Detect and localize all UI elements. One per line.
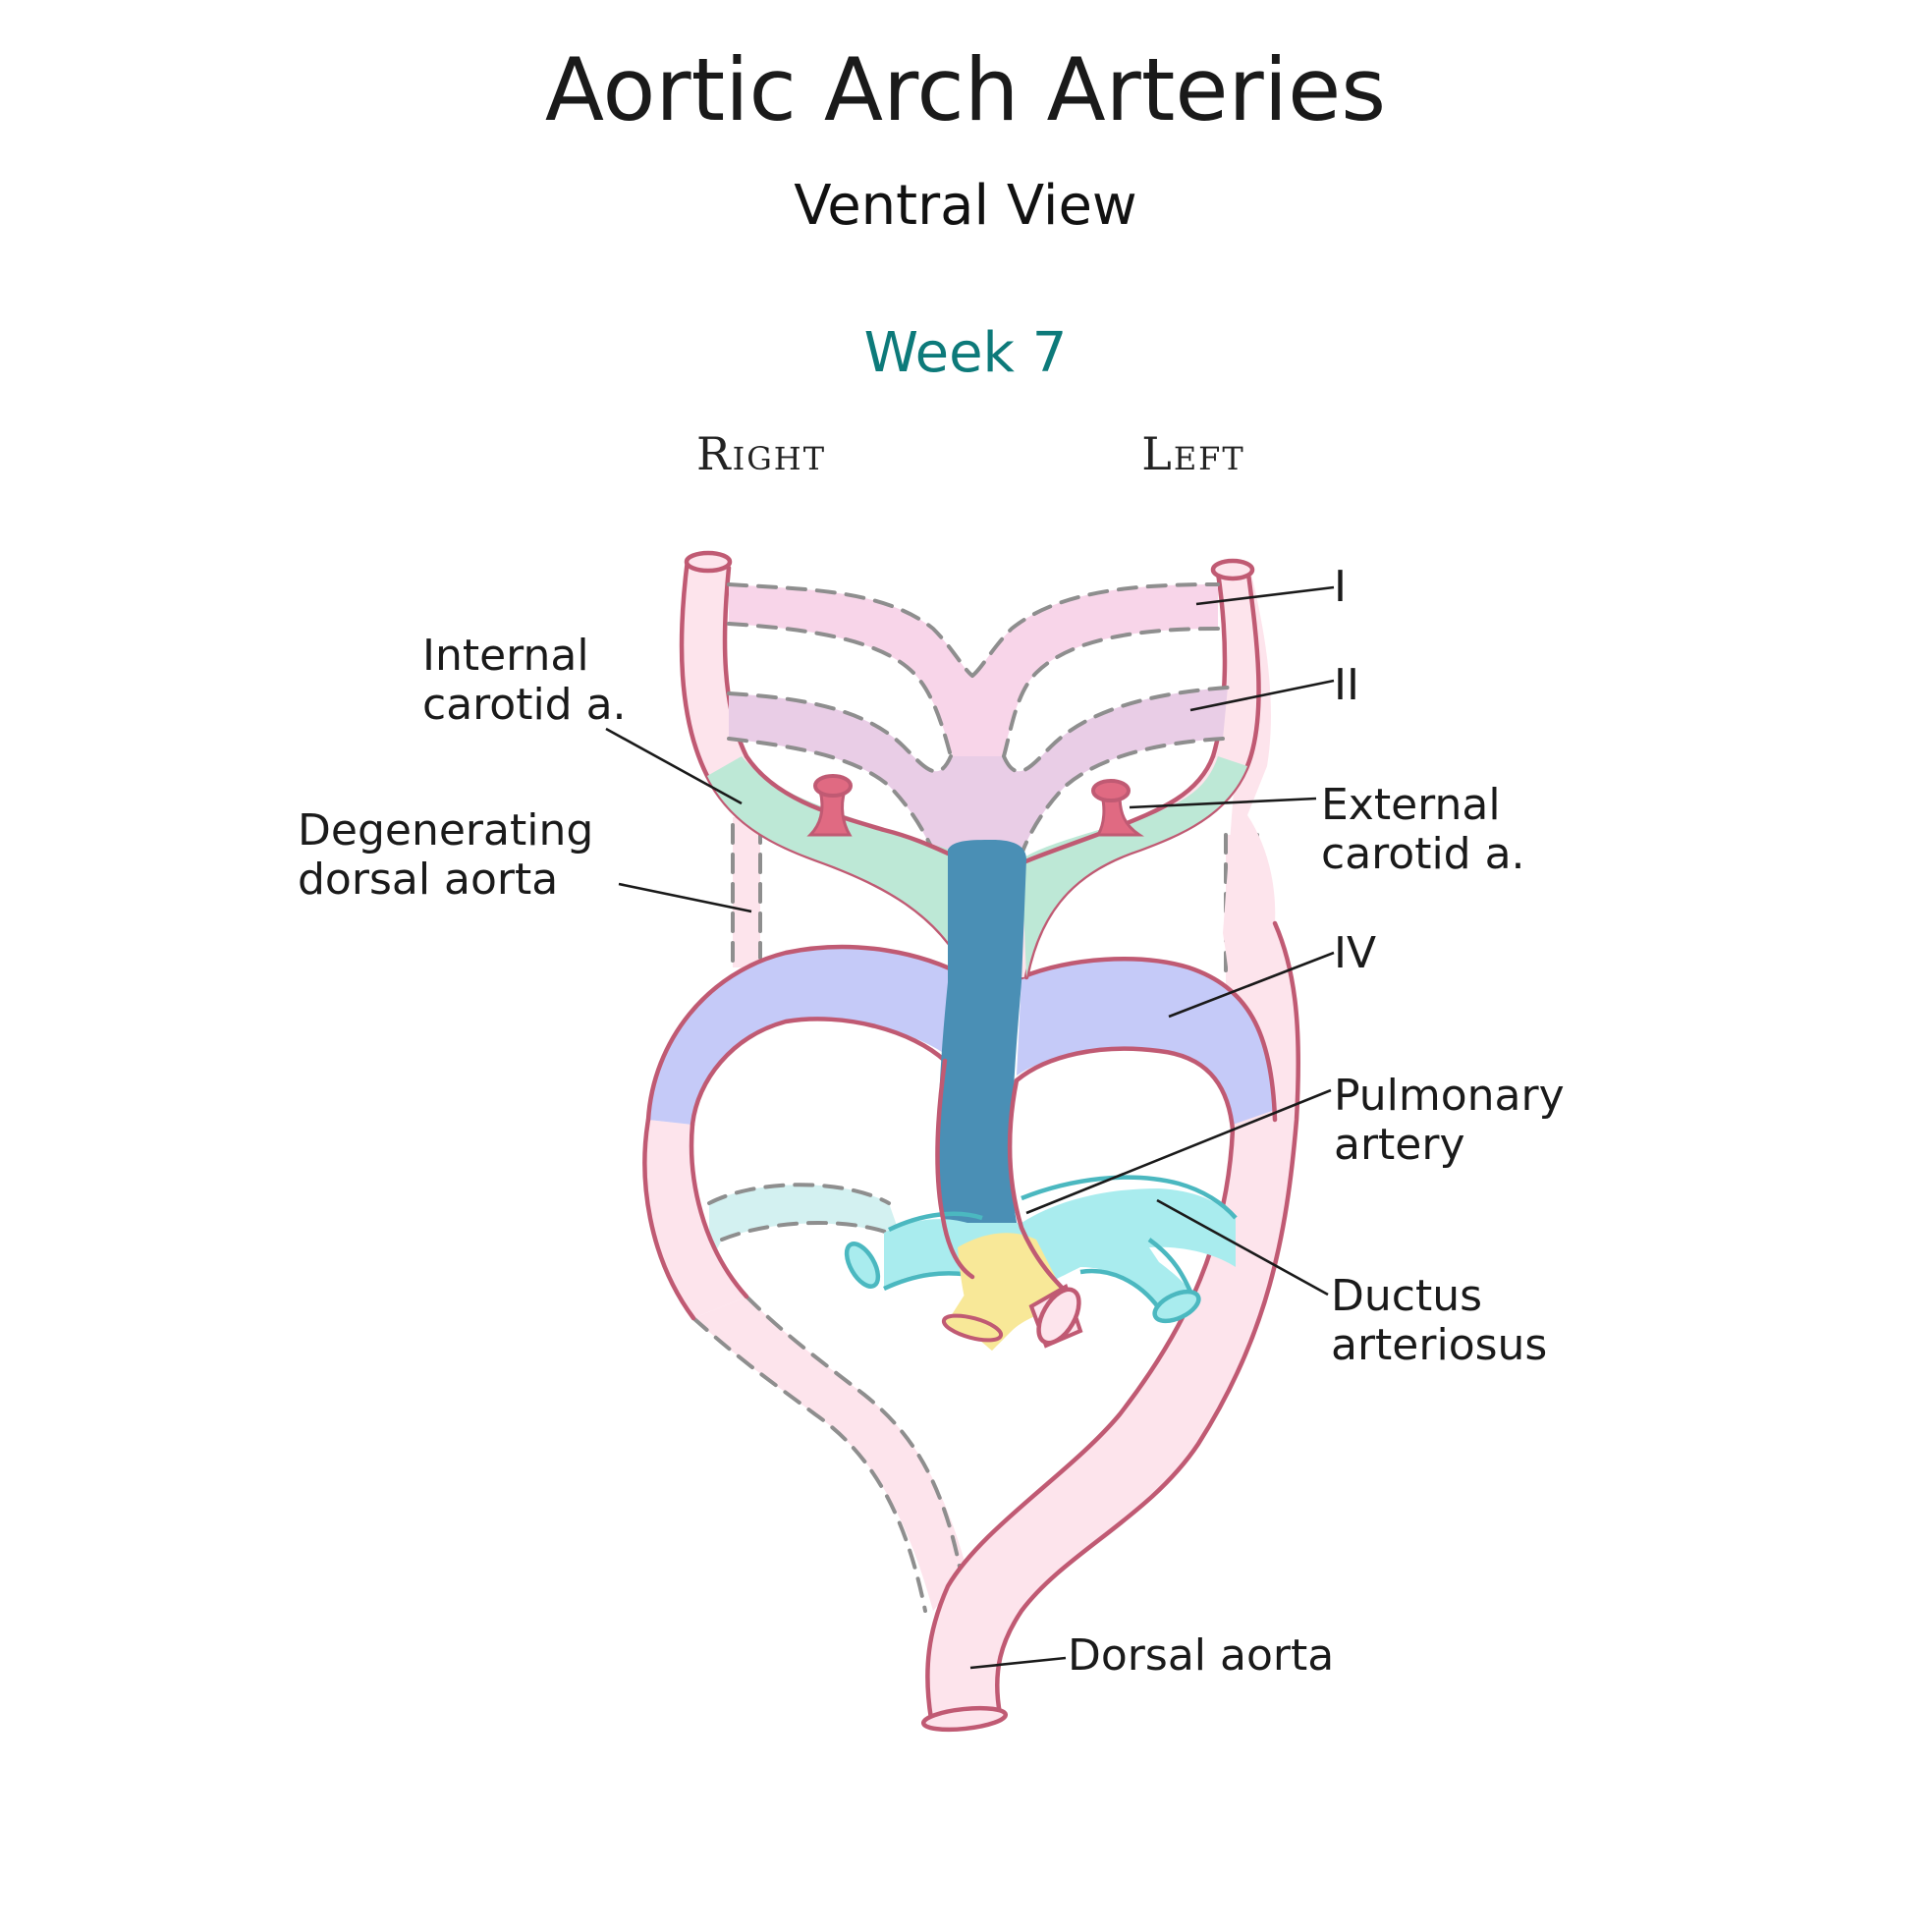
label-degenerating-dorsal-aorta-line1: Degenerating (298, 805, 593, 856)
label-ductus-arteriosus-line2: arteriosus (1331, 1320, 1547, 1370)
label-pulmonary-artery-line2: artery (1334, 1120, 1465, 1170)
diagram-title: Aortic Arch Arteries (545, 39, 1386, 140)
label-ductus-arteriosus-line1: Ductus (1331, 1271, 1482, 1321)
diagram-subtitle: Ventral View (794, 174, 1136, 238)
label-arch-ii: II (1334, 660, 1359, 710)
leader-dorsal-aorta (969, 1656, 1067, 1670)
left-external-carotid (1091, 779, 1144, 837)
degenerating-dorsal-aorta-lower (693, 1297, 967, 1611)
label-internal-carotid-line1: Internal (422, 631, 589, 681)
leader-lines (605, 585, 1335, 1670)
leader-internal-carotid (605, 727, 743, 805)
label-external-carotid-line2: carotid a. (1321, 829, 1525, 879)
left-dorsal-aorta (927, 570, 1298, 1724)
stage-week-label: Week 7 (864, 321, 1068, 385)
leader-arch-ii (1189, 679, 1335, 712)
leader-ductus-arteriosus (1156, 1198, 1329, 1297)
label-arch-iv: IV (1334, 928, 1376, 978)
arch-i (729, 584, 1218, 756)
label-internal-carotid-line2: carotid a. (422, 680, 627, 730)
degenerating-dorsal-aorta-upper (733, 817, 760, 967)
leader-arch-iv (1168, 951, 1335, 1019)
aortic-sac (938, 840, 1026, 1247)
leader-external-carotid (1129, 797, 1317, 809)
arch-iii-right (707, 756, 967, 972)
label-pulmonary-artery-line1: Pulmonary (1334, 1071, 1565, 1121)
label-external-carotid-line1: External (1321, 780, 1501, 830)
label-arch-i: I (1334, 562, 1347, 612)
side-label-right: Right (696, 427, 826, 480)
side-label-left: Left (1141, 427, 1244, 480)
right-external-carotid (806, 774, 853, 837)
arch-iv-right (648, 947, 967, 1125)
dorsal-aorta-opening (920, 1705, 1009, 1733)
leader-arch-i (1195, 585, 1335, 606)
aortic-stub (1028, 1284, 1083, 1349)
arch-ii (729, 688, 1228, 855)
vessels (642, 550, 1300, 1733)
leader-degenerating-dorsal-aorta (618, 882, 752, 913)
pulmonary-arteries (884, 1188, 1236, 1306)
labels: I II Internal carotid a. External caroti… (298, 562, 1565, 1681)
left-internal-carotid-opening (1210, 558, 1255, 581)
leader-pulmonary-artery (1025, 1088, 1332, 1215)
arch-iii-left (1021, 756, 1247, 977)
label-dorsal-aorta: Dorsal aorta (1068, 1630, 1334, 1681)
right-subclavian-segment (644, 1120, 746, 1318)
label-degenerating-dorsal-aorta-line2: dorsal aorta (298, 855, 558, 905)
right-internal-carotid-opening (684, 550, 733, 574)
